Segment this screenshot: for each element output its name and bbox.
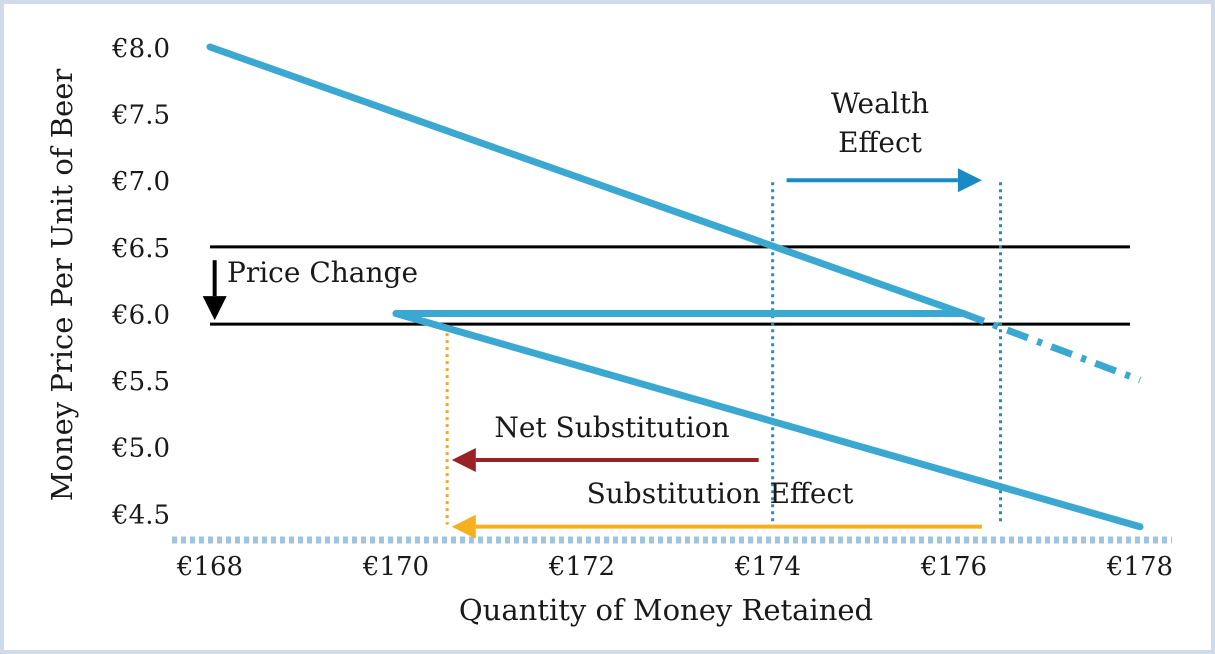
y-tick-label: €7.0 bbox=[111, 167, 170, 197]
wealth-effect-label-line2: Effect bbox=[838, 126, 923, 159]
guide-lines bbox=[445, 182, 1002, 525]
y-axis-label: Money Price Per Unit of Beer bbox=[45, 69, 79, 502]
substitution-effect-label: Substitution Effect bbox=[587, 477, 855, 510]
net-substitution-label: Net Substitution bbox=[494, 411, 729, 444]
y-tick-label: €4.5 bbox=[111, 500, 170, 530]
y-tick-label: €5.0 bbox=[111, 434, 170, 464]
series-line bbox=[962, 310, 1142, 384]
y-tick-label: €5.5 bbox=[111, 367, 170, 397]
y-tick-label: €6.5 bbox=[111, 234, 170, 264]
arrow-head bbox=[451, 448, 476, 472]
y-tick-label: €6.0 bbox=[111, 300, 170, 330]
x-tick-label: €170 bbox=[362, 552, 429, 582]
y-tick-labels: €8.0 €7.5 €7.0 €6.5 €6.0 €5.5 €5.0 €4.5 bbox=[111, 34, 170, 530]
wealth-effect-label-line1: Wealth bbox=[831, 87, 929, 120]
x-tick-label: €176 bbox=[920, 552, 987, 582]
price-lines bbox=[210, 245, 1130, 326]
price-change-label: Price Change bbox=[227, 256, 418, 289]
x-axis-label: Quantity of Money Retained bbox=[459, 593, 873, 627]
series-lines bbox=[206, 43, 1144, 531]
arrow-head bbox=[202, 296, 227, 321]
y-tick-label: €7.5 bbox=[111, 101, 170, 131]
arrow-head bbox=[957, 168, 982, 193]
arrow-head bbox=[451, 514, 476, 539]
x-tick-label: €178 bbox=[1106, 552, 1173, 582]
x-tick-label: €174 bbox=[734, 552, 801, 582]
x-tick-label: €172 bbox=[548, 552, 615, 582]
effect-arrows bbox=[202, 168, 982, 539]
series-line bbox=[206, 43, 967, 317]
y-tick-label: €8.0 bbox=[111, 34, 170, 64]
x-tick-labels: €168 €170 €172 €174 €176 €178 bbox=[176, 552, 1173, 582]
series-line bbox=[392, 310, 1144, 531]
x-tick-label: €168 bbox=[176, 552, 243, 582]
